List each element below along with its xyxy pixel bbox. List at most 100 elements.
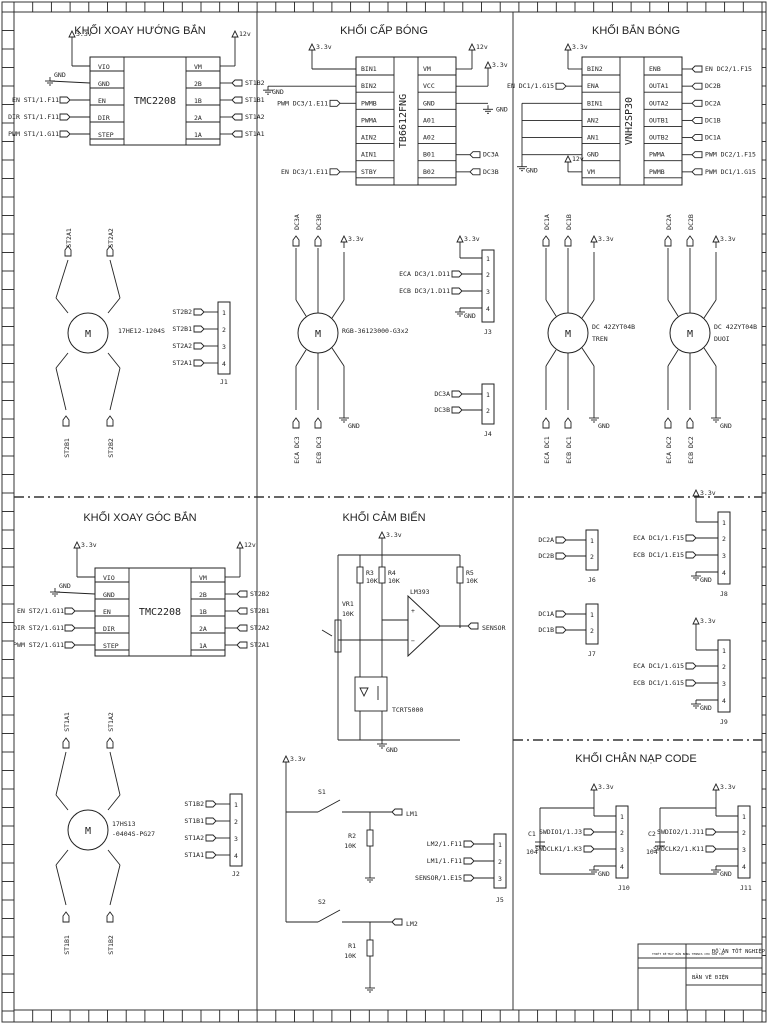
- power-label: 3.3v: [386, 531, 402, 539]
- net-flag: [62, 415, 70, 427]
- chip-pin-left: BIN2: [361, 82, 377, 90]
- gnd-label: GND: [700, 704, 712, 712]
- connector-pin: 4: [742, 863, 746, 871]
- net-label: DC3B: [434, 406, 450, 414]
- net-flag: [463, 840, 475, 848]
- net-label: ECB DC1/1.G15: [633, 679, 684, 687]
- switch-s2-label: S2: [318, 898, 326, 906]
- net-flag: [64, 641, 76, 649]
- power-label: 3.3v: [316, 43, 332, 51]
- motor-label: -0404S-PG27: [112, 830, 155, 838]
- net-flag: [329, 168, 341, 176]
- net-flag: [542, 417, 550, 429]
- net-flag: [292, 235, 300, 247]
- net-flag: [205, 834, 217, 842]
- block-title-nap-code: KHỐI CHÂN NẠP CODE: [575, 751, 696, 765]
- net-label: EN ST2/1.G11: [17, 607, 64, 615]
- connector-ref: J9: [720, 718, 728, 726]
- motor-wire-label: ECA DC3: [293, 436, 301, 463]
- motor-label: RGB-36123000-G3x2: [342, 327, 409, 335]
- power-label: 3.3v: [720, 783, 736, 791]
- net-flag: [314, 235, 322, 247]
- chip-pin-left: DIR: [103, 625, 115, 633]
- net-label: ECA DC1/1.F15: [633, 534, 684, 542]
- chip-pin-left: EN: [98, 97, 106, 105]
- chip-pin-left: GND: [103, 591, 115, 599]
- net-flag: [236, 607, 248, 615]
- chip-pin-right: 2B: [199, 591, 207, 599]
- wire: [54, 591, 96, 595]
- motor-wire-label: ECA DC2: [665, 436, 673, 463]
- chip-pin-right: 1B: [199, 608, 207, 616]
- net-flag: [691, 151, 703, 159]
- net-flag: [686, 417, 694, 429]
- net-label: SWDCLK1/1.K3: [535, 845, 582, 853]
- net-flag: [564, 235, 572, 247]
- net-flag: [555, 536, 567, 544]
- motor-wire-label: DC3A: [293, 214, 301, 230]
- net-label: EN DC1/1.G15: [507, 82, 554, 90]
- connector-pin: 1: [742, 813, 746, 821]
- chip-pin-left: AIN2: [361, 134, 377, 142]
- motor-label: DC 42ZYT04B: [592, 323, 635, 331]
- connector-ref: J7: [588, 650, 596, 658]
- motor-label: DUOI: [714, 335, 730, 343]
- connector-j9: [717, 639, 731, 713]
- motor-wire-label: DC2A: [665, 214, 673, 230]
- chip-pin-right: A02: [423, 134, 435, 142]
- chip-pin-right: VM: [423, 65, 431, 73]
- net-label: ST1B2: [184, 800, 204, 808]
- chip-pin-right: PWMA: [649, 151, 665, 159]
- wire: [107, 352, 121, 369]
- resistor-value: 10K: [344, 952, 356, 960]
- power-3v3: [456, 234, 464, 243]
- net-label: PWM DC3/1.E11: [277, 99, 328, 107]
- chip-pin-left: STEP: [103, 642, 119, 650]
- power-label: 3.3v: [700, 617, 716, 625]
- gnd-label: GND: [348, 422, 360, 430]
- connector-pin: 4: [722, 569, 726, 577]
- net-label: SENSOR/1.E15: [415, 874, 462, 882]
- net-flag: [205, 817, 217, 825]
- net-flag: [542, 235, 550, 247]
- net-label: EN DC2/1.F15: [705, 65, 752, 73]
- switch-s1: [317, 799, 341, 813]
- resistor-ref: R3: [366, 569, 374, 577]
- chip-name: VNH2SP30: [624, 97, 635, 145]
- wire: [55, 367, 67, 411]
- vr-wiper: [321, 629, 333, 637]
- net-label: DC1B: [705, 116, 721, 124]
- net-flag: [193, 359, 205, 367]
- net-label: DC2A: [538, 536, 554, 544]
- power-3v3: [590, 234, 598, 243]
- net-flag: [106, 415, 114, 427]
- net-flag: [314, 417, 322, 429]
- net-flag: [664, 417, 672, 429]
- motor-label: TREN: [592, 335, 608, 343]
- net-flag: [451, 406, 463, 414]
- motor-label: 17HS13: [112, 820, 136, 828]
- motor-wire-label: ECB DC1: [565, 436, 573, 463]
- net-flag: [193, 342, 205, 350]
- power-12v: [236, 540, 244, 549]
- vnh2sp30-chip: [581, 56, 683, 186]
- net-flag: [685, 662, 697, 670]
- wire: [331, 347, 345, 367]
- net-flag: [236, 590, 248, 598]
- wire: [55, 751, 67, 796]
- chip-pin-left: ENA: [587, 82, 599, 90]
- net-flag: [193, 308, 205, 316]
- chip-pin-left: STEP: [98, 131, 114, 139]
- power-3v3: [564, 42, 572, 51]
- wire: [55, 297, 69, 314]
- chip-pin-right: PWMB: [649, 168, 665, 176]
- gnd-label: GND: [496, 105, 508, 113]
- lm1-flag: [391, 808, 403, 816]
- lm2-label: LM2: [406, 920, 418, 928]
- chip-pin-right: OUTB2: [649, 134, 669, 142]
- capacitor-value: 104: [526, 848, 538, 856]
- block-title-xoay-huong-ban: KHỐI XOAY HƯỚNG BẮN: [74, 23, 206, 37]
- net-flag: [231, 96, 243, 104]
- power-label: 3.3v: [76, 30, 92, 38]
